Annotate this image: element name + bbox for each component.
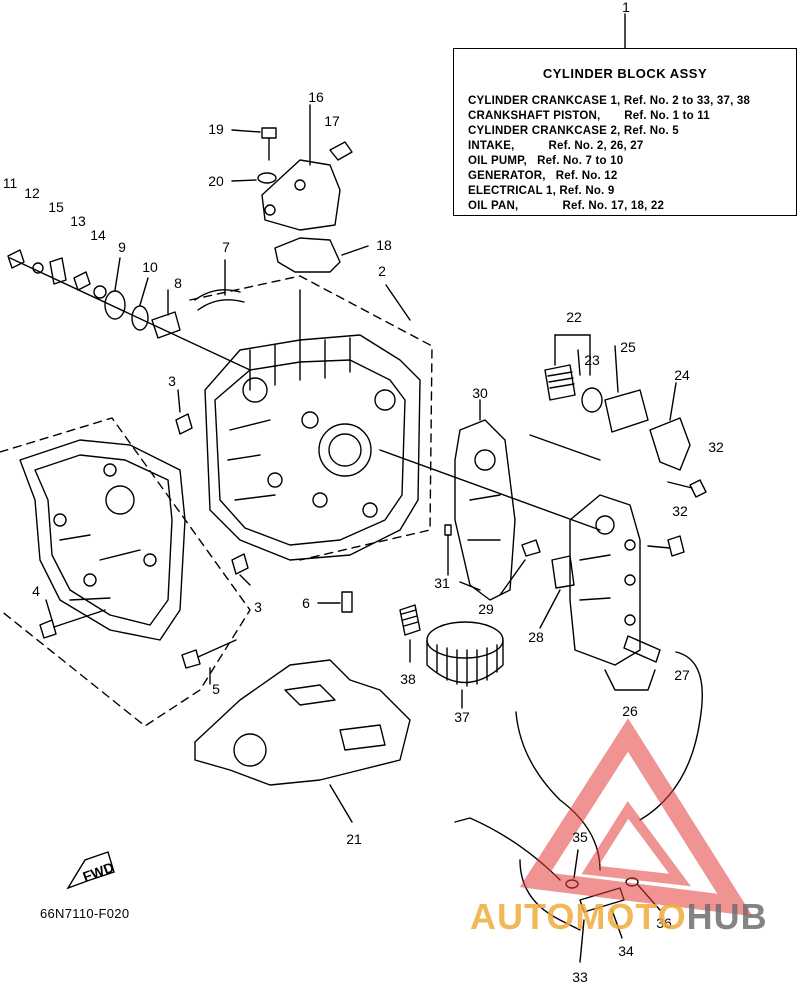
bolt-32a [667,479,707,498]
assembly-line-8: OIL PAN, Ref. No. 17, 18, 22 [468,200,665,212]
callout-19: 19 [208,121,224,137]
watermark-logo [519,718,753,917]
callout-28: 28 [528,629,544,645]
callout-36: 36 [656,915,672,931]
thermostat-assy [529,334,691,471]
callout-32a: 32 [708,439,724,455]
cylinder-crankcase-2 [19,439,186,641]
pin-17 [329,141,353,161]
callout-30: 30 [472,385,488,401]
callout-13: 13 [70,213,86,229]
callout-2: 2 [378,263,386,279]
cover-16 [261,104,341,231]
gasket-28 [551,555,575,589]
callout-3b: 3 [254,599,262,615]
stud-38 [399,604,421,663]
callout-21: 21 [346,831,362,847]
callout-35: 35 [572,829,588,845]
callout-20: 20 [208,173,224,189]
plug-31 [444,524,452,536]
bolt-32b [647,535,685,557]
callout-16: 16 [308,89,324,105]
watermark-text: AUTOMOTOHUB [470,896,768,938]
assembly-line-7: ELECTRICAL 1, Ref. No. 9 [468,185,615,197]
assembly-reference-box: CYLINDER BLOCK ASSY CYLINDER CRANKCASE 1… [453,48,797,216]
callout-11: 11 [3,175,18,191]
bolt-19 [231,127,277,161]
callout-31: 31 [434,575,450,591]
intake-cover [569,494,656,691]
callout-26: 26 [622,703,638,719]
watermark-text-part1: AUTOMOTO [470,896,687,937]
callout-32b: 32 [672,503,688,519]
callout-6: 6 [302,595,310,611]
fwd-arrow-icon: FWD [66,851,116,890]
dowel-pin-3a [175,413,193,435]
cylinder-crankcase-1 [204,334,421,561]
watermark-text-part2: HUB [686,896,768,937]
callout-1: 1 [622,0,630,15]
callout-17: 17 [324,113,340,129]
dashed-outline-crankcase-2 [0,417,251,727]
bolt-29 [521,539,541,557]
callout-33: 33 [572,969,588,984]
assembly-line-2: CRANKSHAFT PISTON, Ref. No. 1 to 11 [468,110,710,122]
callout-37: 37 [454,709,470,725]
oil-filter [426,621,504,709]
callout-4: 4 [32,583,40,599]
callout-25: 24 [674,367,690,383]
callout-8: 8 [174,275,182,291]
callout-5: 5 [212,681,220,697]
callouts: 1 2 3 3 4 5 6 7 8 9 10 11 12 13 14 15 16… [3,0,724,985]
callout-34: 34 [618,943,634,959]
washer-20 [257,172,277,184]
callout-38: 38 [400,671,416,687]
dashed-outline-crankcase [189,275,433,561]
assembly-title: CYLINDER BLOCK ASSY [542,66,708,81]
callout-10: 10 [142,259,158,275]
gasket-30 [454,399,516,601]
bolt-4 [39,609,106,639]
dowel-pin-3b [231,553,249,575]
callout-9: 9 [118,239,126,255]
callout-7: 7 [222,239,230,255]
assembly-line-3: CYLINDER CRANKCASE 2, Ref. No. 5 [468,125,679,137]
assembly-line-5: OIL PUMP, Ref. No. 7 to 10 [468,155,624,167]
callout-27: 27 [674,667,690,683]
callout-23: 23 [584,352,600,368]
diagram-code: 66N7110-F020 [40,906,130,921]
oil-pan-gasket [194,659,411,823]
callout-24: 25 [620,339,636,355]
shaft-parts [7,249,251,371]
sleeve-6 [341,591,353,613]
assembly-line-1: CYLINDER CRANKCASE 1, Ref. No. 2 to 33, … [468,95,751,107]
callout-12: 12 [24,185,40,201]
callout-18: 18 [376,237,392,253]
gasket-18 [274,237,341,273]
assembly-line-6: GENERATOR, Ref. No. 12 [468,170,618,182]
callout-29: 29 [478,601,494,617]
assembly-line-4: INTAKE, Ref. No. 2, 26, 27 [468,140,644,152]
callout-22: 22 [566,309,582,325]
callout-15: 15 [48,199,64,215]
callout-3a: 3 [168,373,176,389]
bolt-5 [181,639,237,669]
callout-14: 14 [90,227,106,243]
